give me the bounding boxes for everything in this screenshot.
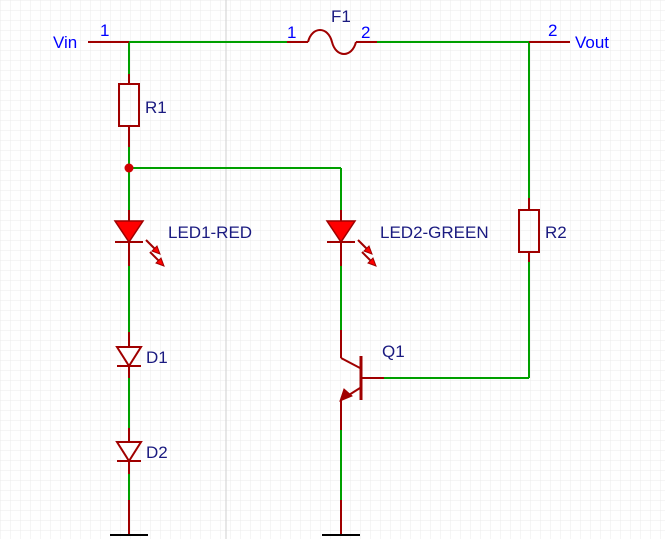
diode-d2[interactable]: D2 — [115, 428, 168, 474]
led1-red[interactable]: LED1-RED — [113, 210, 252, 267]
vout-net-label: Vout — [575, 33, 609, 52]
ground-symbol-left[interactable] — [110, 500, 148, 536]
fuse-pin2-number: 2 — [361, 23, 370, 42]
vout-port[interactable]: Vout 2 — [529, 21, 609, 52]
transistor-q1-label: Q1 — [382, 342, 405, 361]
resistor-r1[interactable]: R1 — [118, 74, 167, 147]
resistor-r2[interactable]: R2 — [518, 198, 567, 262]
diode-d1[interactable]: D1 — [115, 332, 168, 378]
vin-net-label: Vin — [53, 33, 77, 52]
led2-label: LED2-GREEN — [380, 223, 489, 242]
ground-symbol-right[interactable] — [322, 500, 360, 536]
junction-dot — [124, 163, 134, 173]
vin-pin-number: 1 — [100, 21, 109, 40]
resistor-r1-label: R1 — [145, 98, 167, 117]
led2-green[interactable]: LED2-GREEN — [325, 210, 489, 267]
vin-port[interactable]: Vin 1 — [53, 21, 129, 52]
led1-label: LED1-RED — [168, 223, 252, 242]
vout-pin-number: 2 — [548, 21, 557, 40]
fuse-f1[interactable]: F1 1 2 — [287, 7, 377, 55]
resistor-r2-label: R2 — [545, 223, 567, 242]
diode-d2-label: D2 — [146, 443, 168, 462]
fuse-pin1-number: 1 — [287, 23, 296, 42]
transistor-q1[interactable]: Q1 — [339, 330, 405, 430]
diode-d1-label: D1 — [146, 348, 168, 367]
wires — [128, 41, 530, 515]
fuse-ref-label: F1 — [331, 7, 351, 26]
